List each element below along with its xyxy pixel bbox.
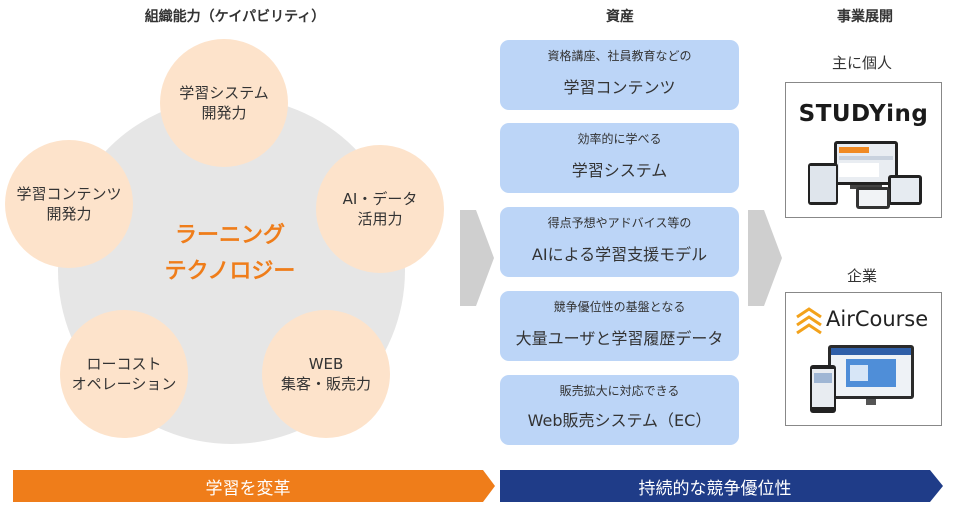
- asset-main: 大量ユーザと学習履歴データ: [500, 325, 739, 349]
- capability-circle-ai-data: AI・データ 活用力: [316, 145, 444, 273]
- corporate-label: 企業: [787, 265, 937, 286]
- asset-main: 学習コンテンツ: [500, 74, 739, 98]
- aircourse-card: AirCourse: [785, 292, 942, 426]
- bottom-banner-left: 学習を変革: [13, 470, 483, 502]
- asset-sub: 競争優位性の基盤となる: [500, 298, 739, 315]
- capability-circle-web-sales: WEB 集客・販売力: [262, 310, 390, 438]
- asset-box-user-data: 競争優位性の基盤となる 大量ユーザと学習履歴データ: [500, 291, 739, 361]
- asset-sub: 得点予想やアドバイス等の: [500, 214, 739, 231]
- studying-devices-image: [806, 139, 924, 211]
- asset-sub: 資格講座、社員教育などの: [500, 47, 739, 64]
- asset-box-web-ec: 販売拡大に対応できる Web販売システム（EC）: [500, 375, 739, 445]
- capability-circle-system: 学習システム 開発力: [160, 39, 288, 167]
- individual-label: 主に個人: [787, 52, 937, 73]
- studying-logo-text: STUDYing: [799, 101, 929, 127]
- asset-box-contents: 資格講座、社員教育などの 学習コンテンツ: [500, 40, 739, 110]
- studying-logo: STUDYing: [786, 101, 941, 127]
- learning-technology-core: ラーニング テクノロジー: [140, 218, 320, 290]
- asset-box-ai-model: 得点予想やアドバイス等の AIによる学習支援モデル: [500, 207, 739, 277]
- business-header: 事業展開: [820, 6, 910, 26]
- asset-sub: 販売拡大に対応できる: [500, 382, 739, 399]
- studying-card: STUDYing: [785, 82, 942, 218]
- asset-box-system: 効率的に学べる 学習システム: [500, 123, 739, 193]
- capability-circle-contents: 学習コンテンツ 開発力: [5, 140, 133, 268]
- asset-main: 学習システム: [500, 157, 739, 181]
- asset-sub: 効率的に学べる: [500, 130, 739, 147]
- aircourse-logo-text: AirCourse: [826, 307, 928, 331]
- asset-main: AIによる学習支援モデル: [500, 241, 739, 265]
- aircourse-devices-image: [808, 343, 918, 415]
- bottom-banner-right: 持続的な競争優位性: [500, 470, 930, 502]
- capability-circle-low-cost: ローコスト オペレーション: [60, 310, 188, 438]
- arrow-to-business-icon: [748, 210, 784, 306]
- capability-header: 組織能力（ケイパビリティ）: [100, 6, 370, 26]
- aircourse-logo-icon: [794, 307, 824, 335]
- arrow-to-assets-icon: [460, 210, 496, 306]
- assets-header: 資産: [580, 6, 660, 26]
- asset-main: Web販売システム（EC）: [500, 407, 739, 431]
